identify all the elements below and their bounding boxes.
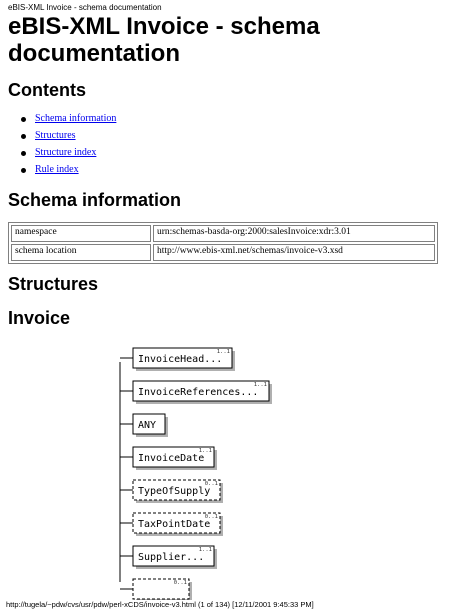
node-cardinality: 1..1 xyxy=(254,382,267,388)
node-cardinality: 0..1 xyxy=(205,514,218,520)
node-cardinality: 1..1 xyxy=(199,547,212,553)
node-box xyxy=(132,479,221,501)
node-label: InvoiceDate xyxy=(138,453,204,464)
table-row: schema location http://www.ebis-xml.net/… xyxy=(11,244,435,261)
node-box xyxy=(132,347,233,369)
invoice-heading: Invoice xyxy=(8,308,71,328)
table-cell: schema location xyxy=(11,244,151,261)
schema-information-heading: Schema information xyxy=(8,190,182,210)
node-box xyxy=(132,380,270,402)
page-footer: http://tugela/~pdw/cvs/usr/pdw/perl-xCDS… xyxy=(6,600,314,609)
node-label: InvoiceReferences... xyxy=(138,387,258,398)
link-rule-index[interactable]: Rule index xyxy=(35,164,79,175)
link-structure-index[interactable]: Structure index xyxy=(35,147,97,158)
node-box xyxy=(132,446,215,468)
structures-heading: Structures xyxy=(8,274,99,294)
node-box xyxy=(132,512,221,534)
page-header: eBIS-XML Invoice - schema documentation xyxy=(8,3,162,12)
schema-element-node[interactable]: Supplier...1..1 xyxy=(120,545,217,569)
node-label: Supplier... xyxy=(138,552,204,563)
node-label: ANY xyxy=(138,420,156,431)
node-label: InvoiceHead... xyxy=(138,354,222,365)
schema-element-node[interactable]: ANY xyxy=(120,413,168,437)
link-structures[interactable]: Structures xyxy=(35,130,76,141)
list-item: Rule index xyxy=(17,161,116,178)
list-item: Structure index xyxy=(17,144,116,161)
node-box xyxy=(132,545,215,567)
contents-heading: Contents xyxy=(8,80,86,100)
node-box xyxy=(132,413,166,435)
schema-element-node[interactable]: InvoiceReferences...1..1 xyxy=(120,380,272,404)
table-cell: http://www.ebis-xml.net/schemas/invoice-… xyxy=(153,244,435,261)
table-row: namespace urn:schemas-basda-org:2000:sal… xyxy=(11,225,435,242)
schema-element-node[interactable]: 0..1 xyxy=(120,578,192,600)
contents-list: Schema information Structures Structure … xyxy=(17,110,116,178)
link-schema-information[interactable]: Schema information xyxy=(35,113,117,124)
node-cardinality: 0..1 xyxy=(205,481,218,487)
node-cardinality: 1..1 xyxy=(217,349,230,355)
list-item: Schema information xyxy=(17,110,116,127)
schema-element-node[interactable]: InvoiceHead...1..1 xyxy=(120,347,235,371)
table-cell: urn:schemas-basda-org:2000:salesInvoice:… xyxy=(153,225,435,242)
table-cell: namespace xyxy=(11,225,151,242)
node-box xyxy=(132,578,190,600)
node-cardinality: 1..1 xyxy=(199,448,212,454)
node-label: TypeOfSupply xyxy=(138,486,210,497)
node-label: TaxPointDate xyxy=(138,519,210,530)
list-item: Structures xyxy=(17,127,116,144)
node-cardinality: 0..1 xyxy=(174,580,187,586)
schema-info-table: namespace urn:schemas-basda-org:2000:sal… xyxy=(8,222,438,264)
page-title: eBIS-XML Invoice - schema documentation xyxy=(8,13,320,67)
